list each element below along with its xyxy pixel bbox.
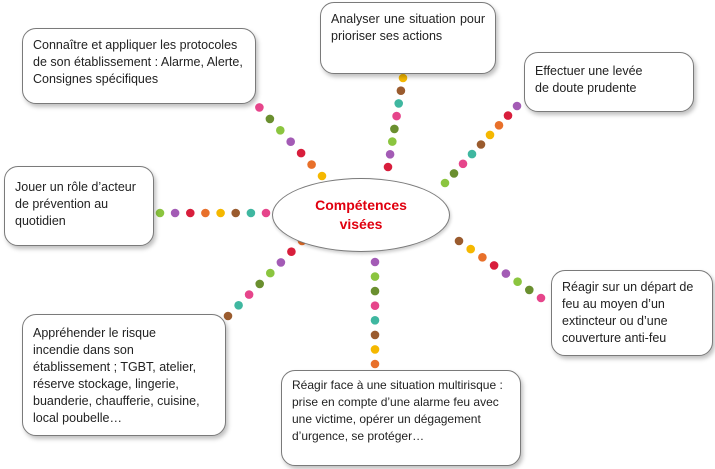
- center-competences: Compétences visées: [272, 178, 450, 252]
- connector-dot-levee: [512, 101, 522, 111]
- connector-dot-acteur: [170, 208, 180, 218]
- connector-dot-reagir-feu: [489, 261, 499, 270]
- connector-dot-analyser: [383, 162, 393, 172]
- connector-dot-reagir-feu: [478, 252, 487, 262]
- connector-dot-levee: [467, 149, 477, 159]
- connector-dot-acteur: [201, 208, 210, 218]
- connector-dot-acteur: [246, 208, 256, 218]
- box-protocoles: Connaître et appliquer les protocoles de…: [22, 28, 256, 104]
- connector-dot-reagir-feu: [466, 244, 476, 254]
- connector-dot-protocoles: [296, 148, 306, 158]
- connector-dot-protocoles: [276, 126, 285, 135]
- connector-dot-multirisque: [370, 345, 380, 354]
- connector-dot-analyser: [385, 150, 395, 159]
- connector-dot-analyser: [392, 111, 401, 121]
- connector-dot-reagir-feu: [536, 293, 546, 303]
- connector-dot-multirisque: [370, 257, 380, 267]
- connector-dot-reagir-feu: [525, 285, 534, 295]
- connector-dot-risque: [276, 258, 286, 267]
- connector-dot-levee: [449, 169, 459, 178]
- connector-dot-reagir-feu: [454, 236, 464, 246]
- connector-dot-multirisque: [370, 316, 380, 325]
- connector-dot-acteur: [186, 208, 195, 218]
- box-acteur-prevention: Jouer un rôle d’acteur de prévention au …: [4, 166, 154, 246]
- connector-dot-acteur: [261, 208, 271, 218]
- connector-dot-risque: [255, 279, 264, 289]
- connector-dot-risque: [287, 247, 296, 256]
- connector-dot-protocoles: [286, 137, 296, 146]
- connector-dot-levee: [458, 159, 468, 169]
- connector-dot-levee: [494, 121, 504, 130]
- connector-dot-protocoles: [265, 114, 275, 124]
- connector-dot-reagir-feu: [501, 269, 511, 278]
- connector-dot-multirisque: [370, 359, 380, 369]
- connector-dot-risque: [266, 268, 275, 278]
- connector-dot-analyser: [396, 86, 406, 95]
- connector-dot-multirisque: [370, 286, 380, 296]
- connector-dot-analyser: [398, 73, 408, 83]
- connector-dot-levee: [503, 111, 513, 120]
- box-multirisque: Réagir face à une situation multirisque …: [281, 370, 521, 466]
- box-reagir-feu: Réagir sur un départ de feu au moyen d’u…: [551, 270, 713, 356]
- connector-dot-multirisque: [370, 272, 380, 281]
- connector-dot-acteur: [216, 208, 225, 218]
- connector-dot-protocoles: [317, 171, 327, 181]
- box-risque-incendie: Appréhender le risque incendie dans son …: [22, 314, 226, 436]
- connector-dot-levee: [476, 140, 486, 149]
- connector-dot-protocoles: [255, 103, 264, 112]
- connector-dot-risque: [244, 290, 254, 299]
- connector-dot-reagir-feu: [513, 277, 522, 287]
- connector-dot-levee: [485, 130, 495, 140]
- connector-dot-levee: [440, 178, 450, 188]
- connector-dot-risque: [234, 301, 243, 310]
- box-analyser: Analyser une situation pour prioriser se…: [320, 2, 496, 74]
- connector-dot-analyser: [394, 99, 404, 108]
- connector-dot-risque: [223, 311, 233, 321]
- connector-dot-acteur: [231, 208, 240, 218]
- connector-dot-acteur: [155, 208, 165, 218]
- connector-dot-protocoles: [307, 160, 316, 169]
- box-levee-doute: Effectuer une levée de doute prudente: [524, 52, 694, 112]
- connector-dot-multirisque: [370, 301, 380, 311]
- connector-dot-analyser: [388, 137, 397, 146]
- connector-dot-analyser: [390, 124, 399, 134]
- connector-dot-multirisque: [370, 330, 380, 340]
